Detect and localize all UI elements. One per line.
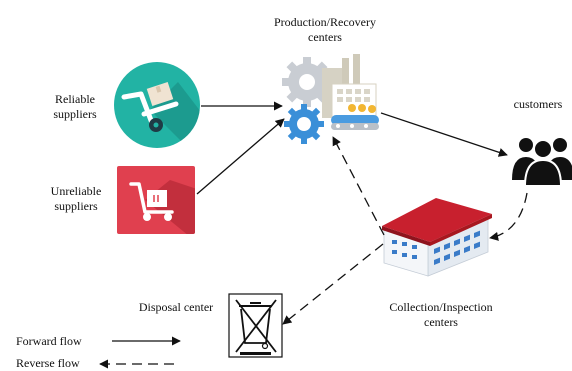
flow-customers-to-collection	[489, 192, 528, 241]
customers-label-text: customers	[513, 97, 563, 111]
factory-gears-icon	[282, 54, 379, 144]
unreliable-label-line1: Unreliable	[50, 184, 102, 198]
reliable-label-line2: suppliers	[53, 107, 97, 121]
production-label: Production/Recovery centers	[250, 15, 400, 45]
unreliable-supplier-icon	[117, 166, 195, 234]
legend-lines	[99, 336, 181, 369]
collection-label-line2: centers	[424, 315, 458, 329]
unreliable-suppliers-label: Unreliable suppliers	[38, 184, 114, 214]
production-label-line2: centers	[308, 30, 342, 44]
flow-collection-to-production	[332, 136, 385, 236]
reliable-suppliers-label: Reliable suppliers	[40, 92, 110, 122]
customers-label: customers	[505, 97, 571, 112]
flow-production-to-customers	[380, 112, 508, 157]
reliable-supplier-icon	[114, 62, 200, 148]
flow-unreliable-to-production	[196, 118, 285, 195]
unreliable-label-line2: suppliers	[54, 199, 98, 213]
people-group-icon	[512, 138, 572, 187]
collection-label-line1: Collection/Inspection	[389, 300, 493, 314]
crossed-bin-icon	[228, 293, 283, 358]
warehouse-icon	[382, 198, 492, 277]
disposal-label-text: Disposal center	[138, 300, 214, 314]
legend-reverse-text: Reverse flow	[16, 356, 80, 370]
collection-label: Collection/Inspection centers	[366, 300, 516, 330]
flow-collection-to-disposal	[282, 243, 384, 325]
legend-reverse-label: Reverse flow	[16, 356, 80, 371]
reverse-flows	[282, 136, 528, 325]
legend-forward-label: Forward flow	[16, 334, 82, 349]
forward-flows	[196, 101, 508, 195]
production-label-line1: Production/Recovery	[274, 15, 376, 29]
legend-forward-text: Forward flow	[16, 334, 82, 348]
disposal-label: Disposal center	[126, 300, 226, 315]
reliable-label-line1: Reliable	[55, 92, 95, 106]
